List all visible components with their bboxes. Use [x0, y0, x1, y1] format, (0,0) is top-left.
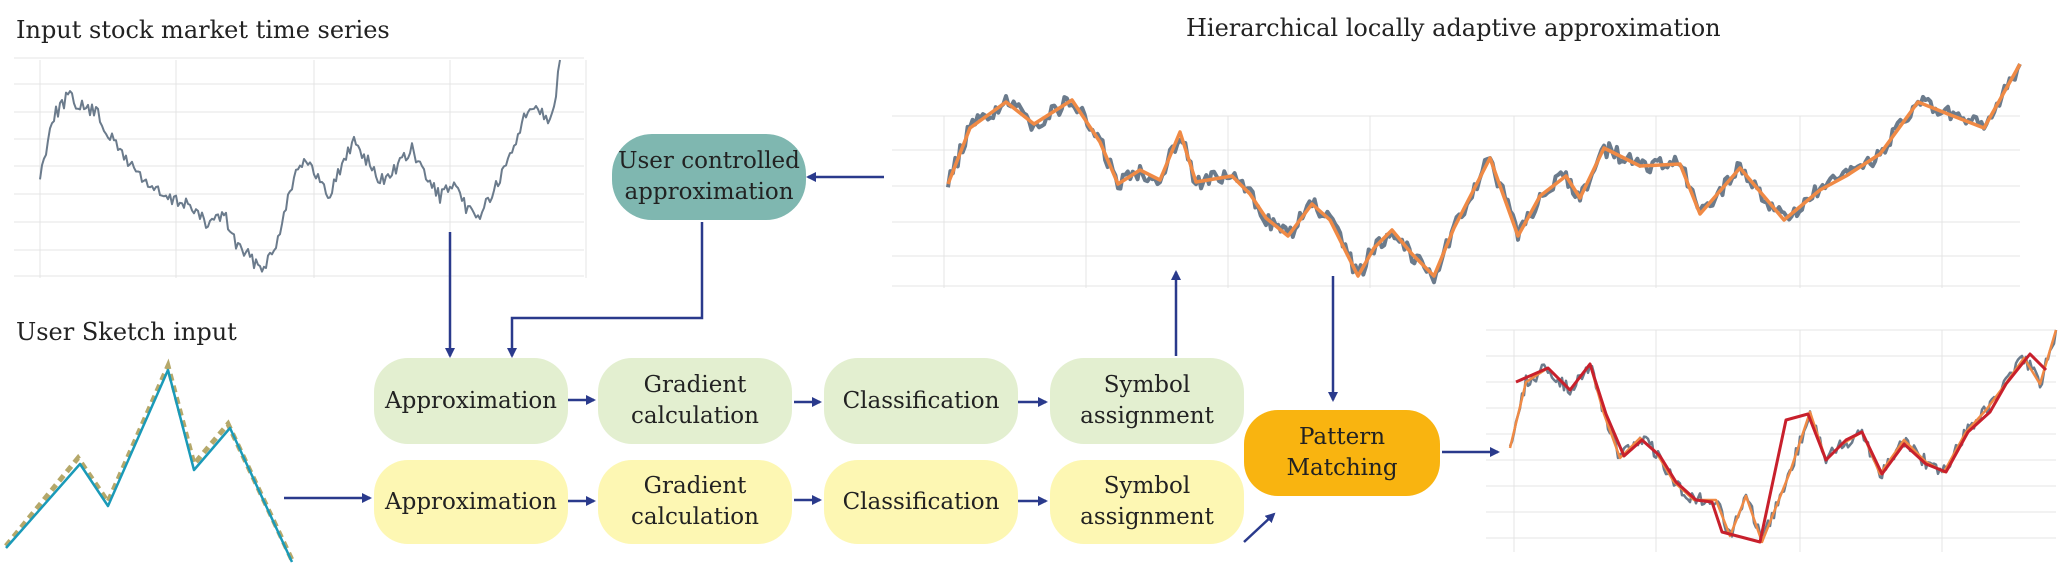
- pattern-matching-node[interactable]: Pattern Matching: [1244, 410, 1440, 496]
- hierarchical-approx-line: [946, 63, 2022, 278]
- sketch-title: User Sketch input: [16, 318, 237, 346]
- arrows: [284, 172, 1500, 543]
- arrow-symbol2-to-match: [1243, 512, 1276, 543]
- matching-grid: [1486, 329, 2056, 552]
- matching-result-chart: [1486, 329, 2058, 552]
- hierarchical-grid: [892, 115, 2020, 288]
- symbol-assignment-node-1[interactable]: Symbol assignment: [1050, 358, 1244, 444]
- arrow-user-to-approx: [507, 222, 704, 358]
- sketch-chart: [4, 358, 295, 563]
- sketch-solid-line: [5, 368, 294, 563]
- matching-highlight-line: [1515, 352, 2048, 544]
- input-series-grid: [14, 57, 587, 278]
- input-series-title: Input stock market time series: [16, 16, 390, 44]
- user-controlled-approximation-node[interactable]: User controlled approximation: [612, 134, 806, 220]
- hierarchical-title: Hierarchical locally adaptive approximat…: [1186, 14, 1721, 42]
- classification-node-2[interactable]: Classification: [824, 460, 1018, 544]
- symbol-assignment-node-2[interactable]: Symbol assignment: [1050, 460, 1244, 544]
- gradient-calculation-node-2[interactable]: Gradient calculation: [598, 460, 792, 544]
- sketch-dashed-line: [4, 358, 295, 562]
- classification-node-1[interactable]: Classification: [824, 358, 1018, 444]
- input-series-chart: [14, 57, 587, 278]
- hierarchical-series-line: [946, 63, 2022, 285]
- hierarchical-chart: [892, 63, 2022, 288]
- approximation-node-2[interactable]: Approximation: [374, 460, 568, 544]
- gradient-calculation-node-1[interactable]: Gradient calculation: [598, 358, 792, 444]
- matching-approx-line: [1508, 329, 2058, 544]
- input-series-line: [39, 59, 561, 273]
- approximation-node-1[interactable]: Approximation: [374, 358, 568, 444]
